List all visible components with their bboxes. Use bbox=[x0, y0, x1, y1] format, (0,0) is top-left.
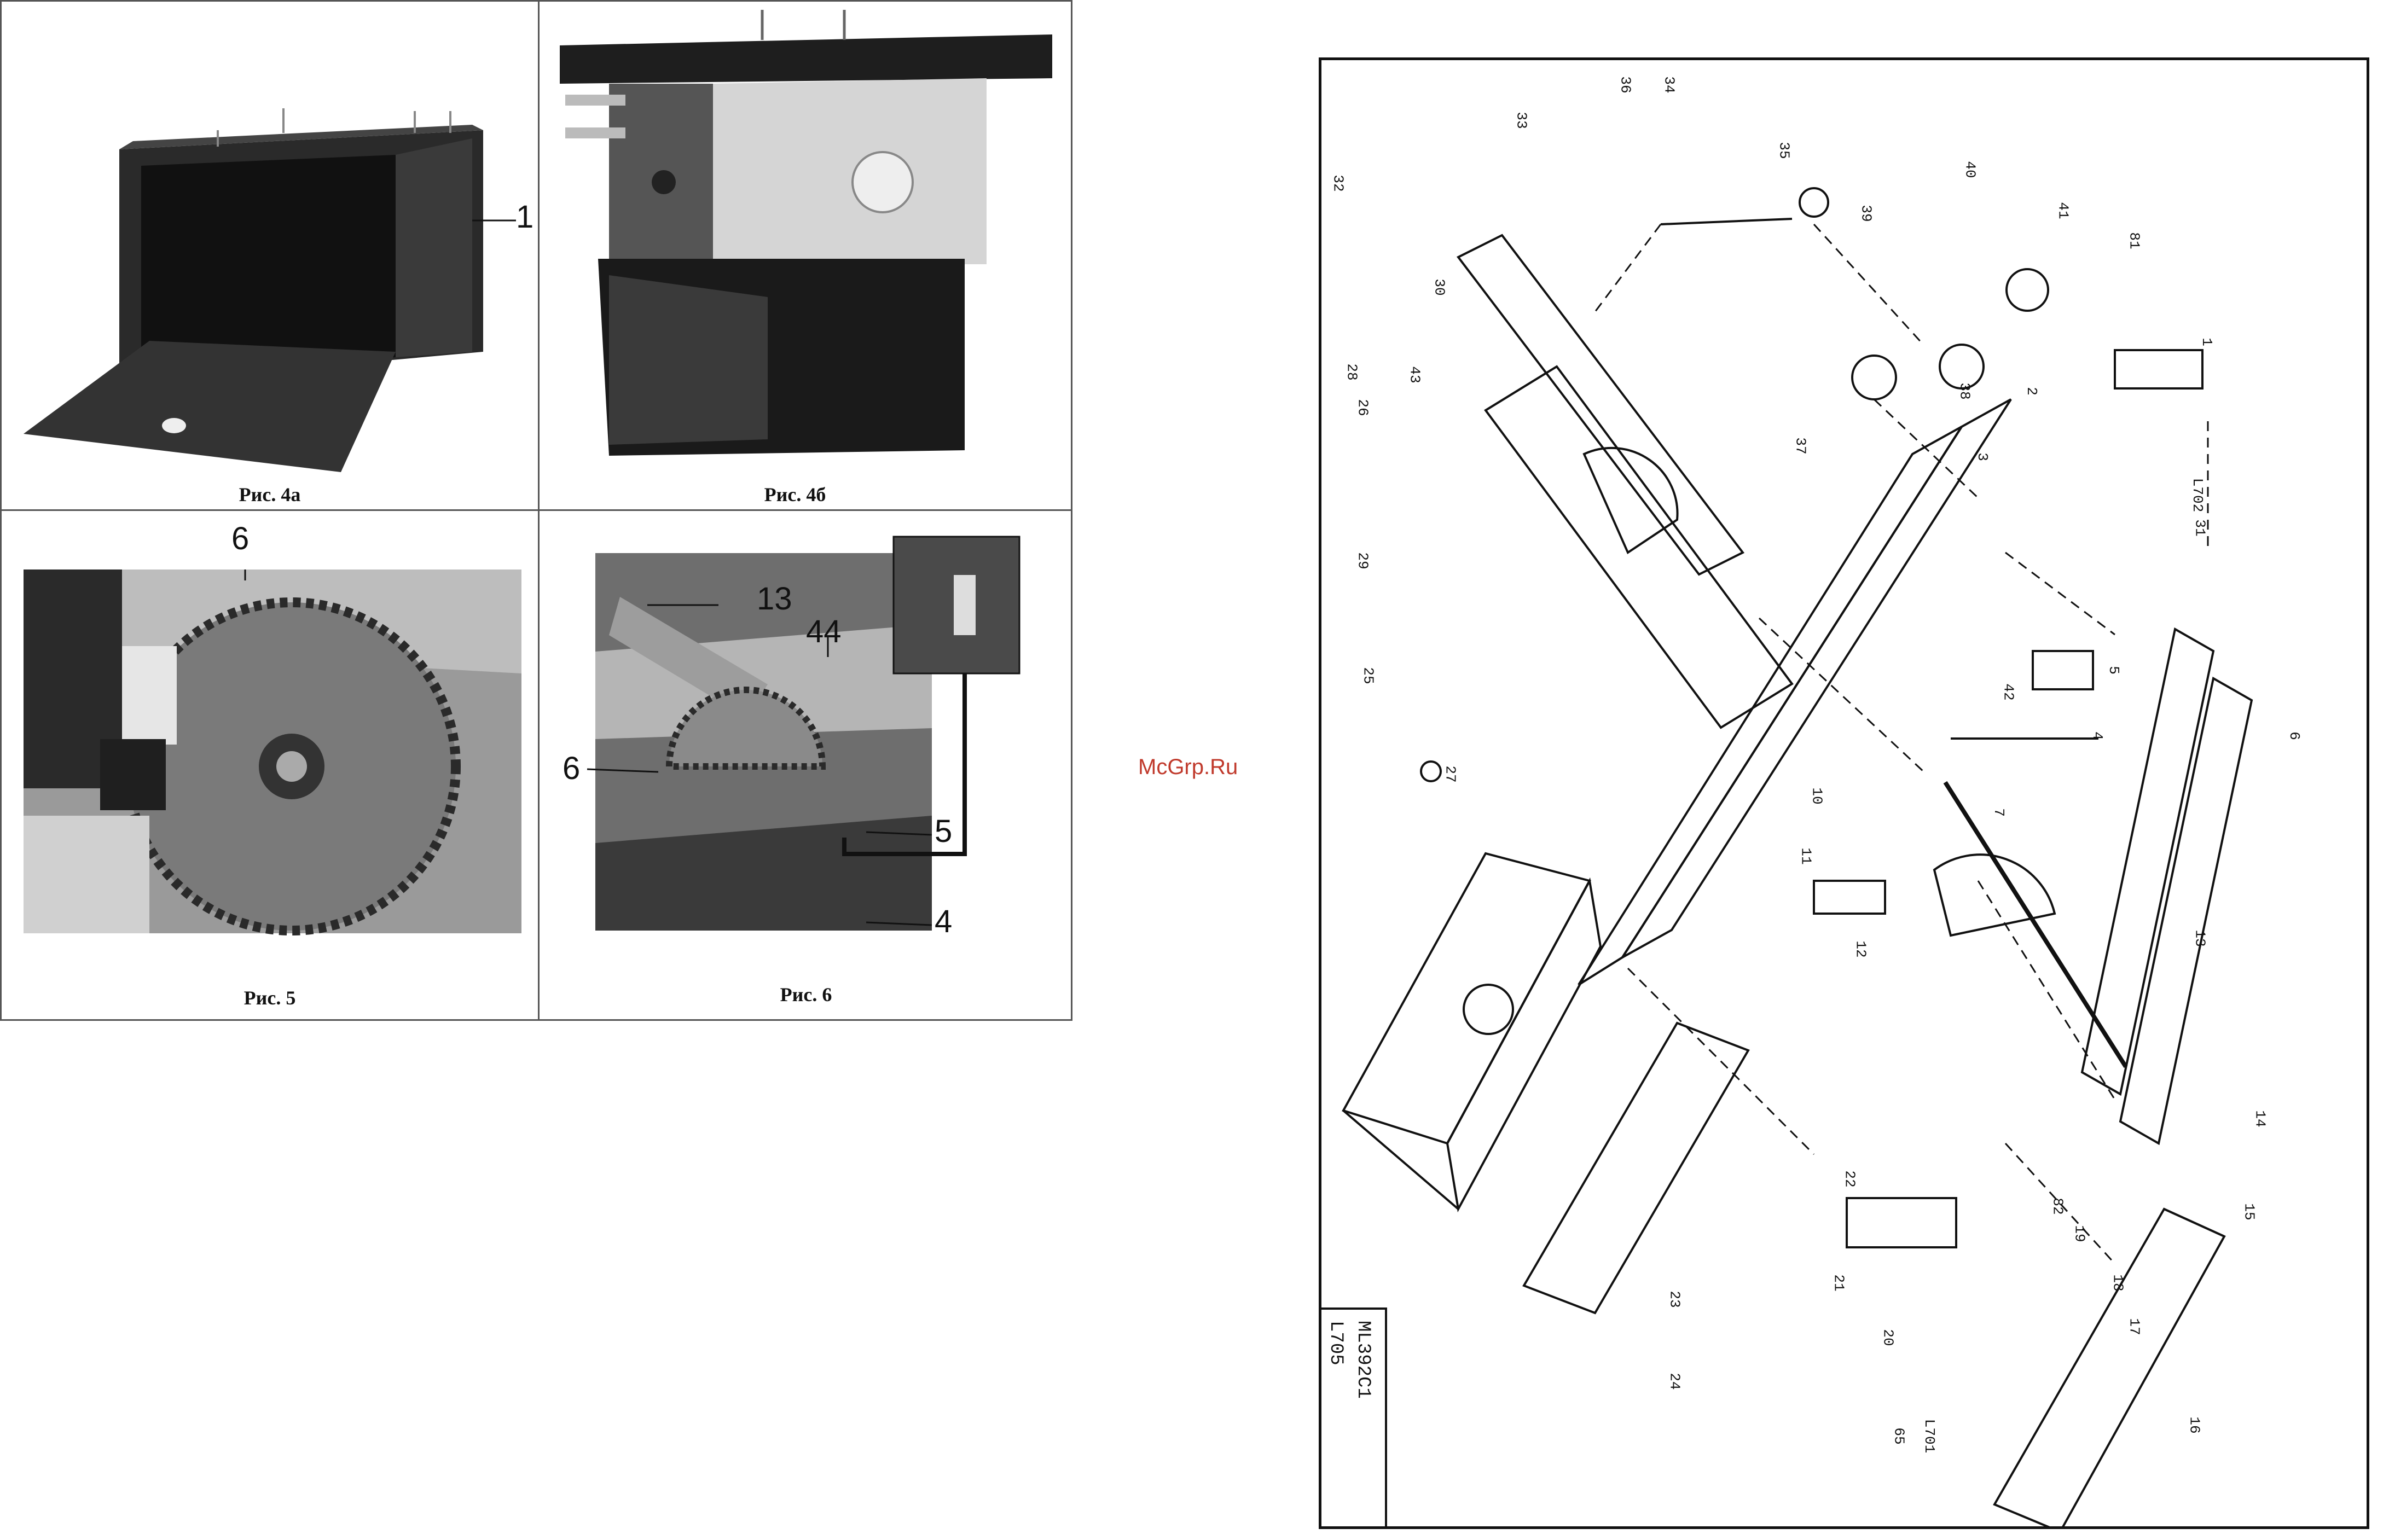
figure-5-saw-blade-illustration bbox=[2, 509, 538, 1022]
part-label: 65 bbox=[1891, 1427, 1907, 1444]
part-label: 4 bbox=[2089, 731, 2106, 740]
part-label: 20 bbox=[1880, 1329, 1897, 1346]
part-label: 31 bbox=[2192, 519, 2208, 536]
callout-44: 44 bbox=[806, 613, 842, 650]
drawing-title-code: ML392C1 bbox=[1353, 1321, 1373, 1399]
part-label: L701 bbox=[1921, 1419, 1938, 1453]
part-label: 21 bbox=[1831, 1274, 1847, 1291]
figure-4b: Рис. 4б bbox=[538, 2, 1074, 509]
part-label: 27 bbox=[1442, 765, 1459, 782]
exploded-parts-drawing: 36 34 33 35 40 39 41 81 32 38 30 28 43 2… bbox=[1319, 57, 2369, 1529]
part-label: 37 bbox=[1793, 437, 1809, 454]
part-label: 16 bbox=[2187, 1416, 2203, 1433]
drawing-sheet-code: L705 bbox=[1325, 1321, 1346, 1365]
part-label: 39 bbox=[1858, 205, 1875, 222]
figure-6-blade-guard-illustration bbox=[538, 509, 1074, 1022]
figure-5: 6 Рис. 5 bbox=[2, 509, 538, 1022]
figure-4a-cabinet-illustration bbox=[2, 2, 538, 509]
callout-6-fig6: 6 bbox=[563, 750, 580, 787]
part-label: 13 bbox=[2192, 929, 2208, 946]
callout-13: 13 bbox=[757, 580, 792, 617]
part-label: 22 bbox=[1842, 1170, 1858, 1187]
caption-fig4a: Рис. 4а bbox=[160, 483, 379, 506]
part-label: 32 bbox=[1330, 175, 1347, 191]
part-label: 30 bbox=[1431, 278, 1448, 295]
part-label: 10 bbox=[1809, 787, 1825, 804]
part-label: 29 bbox=[1355, 552, 1371, 569]
part-label: 25 bbox=[1360, 667, 1377, 684]
part-label: 12 bbox=[1853, 940, 1869, 957]
figure-6: 13 44 6 5 4 Рис. 6 bbox=[538, 509, 1074, 1022]
part-label: 33 bbox=[1514, 112, 1530, 129]
part-label: 26 bbox=[1355, 399, 1371, 416]
part-label: 38 bbox=[1957, 382, 1973, 399]
part-label: 40 bbox=[1962, 161, 1979, 178]
part-label: 19 bbox=[2072, 1225, 2088, 1242]
part-label: 6 bbox=[2286, 731, 2303, 740]
part-label: 43 bbox=[1407, 366, 1423, 383]
part-label: 1 bbox=[2199, 338, 2215, 346]
part-label: 3 bbox=[1974, 452, 1991, 461]
part-label: 82 bbox=[2050, 1198, 2066, 1214]
part-label: 23 bbox=[1667, 1291, 1683, 1307]
part-label: 28 bbox=[1344, 363, 1360, 380]
part-label: 35 bbox=[1776, 142, 1793, 159]
caption-fig6: Рис. 6 bbox=[697, 983, 915, 1006]
part-label: 15 bbox=[2241, 1203, 2258, 1220]
callout-6-fig5: 6 bbox=[231, 520, 249, 557]
part-label: 5 bbox=[2106, 666, 2122, 675]
photo-grid: 1 Рис. 4а Рис. 4б bbox=[0, 0, 1072, 1021]
part-label: 81 bbox=[2126, 232, 2143, 249]
callout-5: 5 bbox=[935, 813, 952, 850]
part-label: 42 bbox=[2001, 683, 2017, 700]
part-label: 2 bbox=[2023, 387, 2040, 396]
part-label: 11 bbox=[1798, 847, 1814, 864]
caption-fig5: Рис. 5 bbox=[160, 986, 379, 1009]
callout-4: 4 bbox=[935, 903, 952, 940]
part-label: 18 bbox=[2110, 1274, 2126, 1291]
watermark: McGrp.Ru bbox=[1138, 755, 1238, 780]
caption-fig4b: Рис. 4б bbox=[686, 483, 904, 506]
part-label: 24 bbox=[1667, 1373, 1683, 1390]
part-label: 17 bbox=[2126, 1318, 2143, 1335]
part-label: 7 bbox=[1991, 808, 2007, 817]
part-label: 41 bbox=[2055, 202, 2072, 219]
part-label: 36 bbox=[1617, 76, 1634, 93]
figure-4a: 1 Рис. 4а bbox=[2, 2, 538, 509]
exploded-view-linework bbox=[1321, 60, 2367, 1526]
title-block: ML392C1 L705 bbox=[1321, 1307, 1387, 1526]
part-label: L702 bbox=[2189, 478, 2206, 512]
part-label: 34 bbox=[1661, 76, 1678, 93]
figure-4b-machine-illustration bbox=[538, 2, 1074, 509]
callout-1: 1 bbox=[516, 199, 534, 235]
part-label: 14 bbox=[2252, 1110, 2269, 1127]
